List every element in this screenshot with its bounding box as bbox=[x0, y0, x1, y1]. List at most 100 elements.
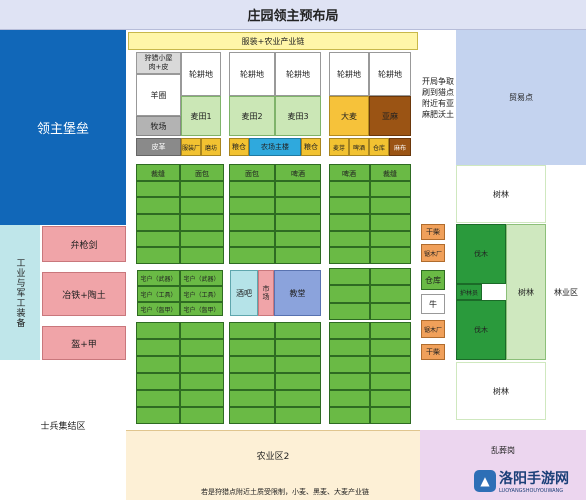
warehouse: 仓库 bbox=[369, 138, 389, 156]
resident-armor-2-label: 宅户（盔甲） bbox=[183, 306, 220, 314]
ranger: 护林员 bbox=[456, 284, 482, 300]
field-plot bbox=[180, 247, 224, 264]
field-plot bbox=[180, 322, 224, 339]
field-plot bbox=[180, 407, 224, 424]
firewood-top: 干柴 bbox=[421, 224, 445, 240]
plow-field-3a-label: 轮耕地 bbox=[337, 69, 361, 79]
field-plot bbox=[136, 356, 180, 373]
field-plot bbox=[275, 322, 321, 339]
resident-armor-2: 宅户（盔甲） bbox=[180, 302, 223, 316]
field-plot bbox=[229, 356, 275, 373]
forest-bottom-label: 树林 bbox=[493, 386, 509, 396]
forest-middle-label: 树林 bbox=[518, 287, 534, 297]
sawmill-bottom: 锯木厂 bbox=[421, 320, 445, 338]
market-label: 市场 bbox=[262, 285, 270, 301]
field-plot bbox=[180, 214, 224, 231]
beer-1-label: 啤酒 bbox=[291, 170, 305, 178]
field-plot bbox=[136, 164, 180, 181]
plow-field-2a: 轮耕地 bbox=[229, 52, 275, 96]
armor-zone: 盔+甲 bbox=[42, 326, 126, 360]
forest-bottom: 树林 bbox=[456, 362, 546, 420]
field-plot bbox=[136, 230, 180, 248]
tavern: 酒吧 bbox=[230, 270, 258, 316]
field-plot bbox=[370, 197, 411, 214]
field-plot bbox=[275, 247, 321, 264]
plow-field-2b-label: 轮耕地 bbox=[286, 69, 310, 79]
field-plot bbox=[180, 390, 224, 407]
storehouse-label: 仓库 bbox=[425, 275, 441, 285]
muster-label: 士兵集结区 bbox=[40, 421, 86, 432]
bread-1-label: 面包 bbox=[195, 170, 209, 178]
field-plot bbox=[275, 339, 321, 356]
farm-zone-2-note: 若是狩猎点附近土质受限制，小麦、黑麦、大麦产业链 bbox=[150, 486, 420, 498]
field-plot bbox=[370, 230, 411, 248]
malt-house-label: 麦芽 bbox=[332, 144, 345, 152]
trade-label: 贸易点 bbox=[509, 93, 533, 102]
field-plot bbox=[370, 268, 411, 286]
forestry-zone: 林业区 bbox=[546, 224, 586, 360]
ox: 牛 bbox=[421, 294, 445, 314]
brewery-label: 啤酒 bbox=[352, 144, 365, 152]
industry-chain-band: 服装+农业产业链 bbox=[128, 32, 418, 50]
field-plot bbox=[329, 285, 370, 303]
ranger-label: 护林员 bbox=[459, 289, 478, 297]
field-plot bbox=[329, 373, 370, 390]
farm-main-building-label: 农场主楼 bbox=[261, 143, 289, 151]
field-plot bbox=[275, 164, 321, 181]
field-plot bbox=[229, 373, 275, 390]
pasture: 牧场 bbox=[136, 116, 181, 136]
field-plot bbox=[275, 230, 321, 248]
field-plot bbox=[329, 390, 370, 407]
field-plot bbox=[229, 339, 275, 356]
granary-right: 粮仓 bbox=[301, 138, 321, 156]
page-title: 庄园领主预布局 bbox=[247, 9, 339, 24]
clothing-factory-label: 服装厂 bbox=[182, 144, 201, 152]
field-plot bbox=[229, 230, 275, 248]
field-plot bbox=[370, 180, 411, 198]
trade-zone: 贸易点 bbox=[456, 30, 586, 165]
field-plot bbox=[275, 214, 321, 231]
field-plot bbox=[275, 356, 321, 373]
field-plot bbox=[370, 164, 411, 181]
wheat-field-2-label: 麦田2 bbox=[241, 111, 263, 121]
plow-field-3a: 轮耕地 bbox=[329, 52, 369, 96]
sawmill-bottom-label: 锯木厂 bbox=[423, 326, 442, 334]
field-plot bbox=[136, 180, 180, 198]
field-plot bbox=[229, 407, 275, 424]
strategy-note: 开局争取刷到猎点附近有亚麻肥沃土 bbox=[420, 30, 456, 165]
industry-chain-label: 服装+农业产业链 bbox=[241, 36, 305, 46]
field-plot bbox=[275, 197, 321, 214]
sawmill-top: 锯木厂 bbox=[421, 244, 445, 262]
barley-field: 大麦 bbox=[329, 96, 369, 136]
granary-right-label: 粮仓 bbox=[304, 143, 318, 151]
forestry-label: 林业区 bbox=[554, 287, 578, 297]
field-plot bbox=[136, 322, 180, 339]
row-label-tailor-2: 裁缝 bbox=[369, 165, 411, 183]
field-plot bbox=[275, 373, 321, 390]
field-plot bbox=[329, 164, 370, 181]
linen-workshop: 麻布 bbox=[389, 138, 411, 156]
wheat-field-3-label: 麦田3 bbox=[287, 111, 309, 121]
field-plot bbox=[229, 247, 275, 264]
hunter-hut: 狩猎小屋 肉+皮 bbox=[136, 52, 181, 74]
sawmill-top-label: 锯木厂 bbox=[423, 250, 442, 258]
forest-top-right bbox=[546, 165, 586, 223]
field-plot bbox=[180, 373, 224, 390]
residential-grid bbox=[136, 164, 412, 424]
church: 教堂 bbox=[274, 270, 321, 316]
field-plot bbox=[370, 373, 411, 390]
sheepfold-label: 羊圈 bbox=[150, 90, 167, 100]
granary-left: 粮仓 bbox=[229, 138, 249, 156]
forest-top: 树林 bbox=[456, 165, 546, 223]
firewood-bottom-label: 干柴 bbox=[426, 348, 440, 356]
field-plot bbox=[329, 197, 370, 214]
tavern-label: 酒吧 bbox=[236, 288, 252, 298]
hunter-hut-label: 狩猎小屋 肉+皮 bbox=[144, 54, 173, 71]
market: 市场 bbox=[258, 270, 274, 316]
field-plot bbox=[136, 339, 180, 356]
field-plot bbox=[329, 268, 370, 286]
row-label-beer-1: 啤酒 bbox=[275, 165, 321, 183]
plow-field-1: 轮耕地 bbox=[181, 52, 221, 96]
field-plot bbox=[229, 214, 275, 231]
malt-house: 麦芽 bbox=[329, 138, 349, 156]
